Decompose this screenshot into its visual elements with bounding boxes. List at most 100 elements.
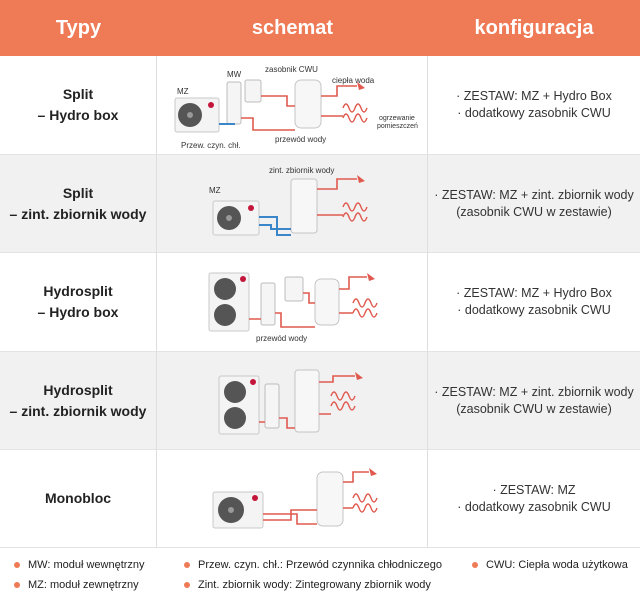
bullet-icon: [184, 582, 190, 588]
legend-item: MZ: moduł zewnętrzny: [14, 579, 139, 591]
hydro-box-icon: [284, 276, 304, 302]
heating-coil-icon: [352, 493, 378, 513]
bullet-icon: [472, 562, 478, 568]
schema-cell: [157, 352, 428, 449]
tap-icon: [355, 372, 363, 380]
schema-diagram: [212, 468, 378, 529]
legend-item: MW: moduł wewnętrzny: [14, 559, 145, 571]
refrigerant-pipe-label: Przew. czyn. chł.: [181, 141, 241, 150]
water-pipe-label: przewód wody: [275, 135, 326, 144]
legend-text: MW: moduł wewnętrzny: [28, 559, 145, 571]
type-line2: – zint. zbiornik wody: [9, 205, 147, 222]
outdoor-unit-icon: [174, 97, 220, 133]
bullet-icon: [184, 562, 190, 568]
type-line1: Hydrosplit: [43, 283, 113, 299]
table-row-split-tank: Split – zint. zbiornik wody MZ zint. zbi…: [0, 155, 640, 253]
type-line1: Monobloc: [44, 490, 112, 506]
legend-item: Zint. zbiornik wody: Zintegrowany zbiorn…: [184, 579, 431, 591]
config-cell: · ZESTAW: MZ + Hydro Box · dodatkowy zas…: [428, 56, 640, 154]
tank-label: zint. zbiornik wody: [269, 166, 334, 175]
schema-diagram: [218, 369, 363, 435]
indoor-module-icon: [260, 282, 276, 326]
header-config: konfiguracja: [474, 16, 594, 39]
table-row-hydrosplit-hydrobox: Hydrosplit – Hydro box przewód wody · ZE…: [0, 253, 640, 352]
heating-coil-icon: [342, 103, 368, 123]
config-line1: · ZESTAW: MZ: [492, 482, 576, 497]
table-row-hydrosplit-tank: Hydrosplit – zint. zbiornik wody · ZESTA…: [0, 352, 640, 450]
heating-coil-icon: [352, 298, 378, 318]
bullet-icon: [14, 562, 20, 568]
header-schema: schemat: [251, 16, 334, 39]
type-cell: Hydrosplit – Hydro box: [0, 253, 157, 351]
legend-text: CWU: Ciepła woda użytkowa: [486, 559, 628, 571]
legend-text: Zint. zbiornik wody: Zintegrowany zbiorn…: [198, 579, 431, 591]
dhw-tank-icon: [294, 79, 322, 129]
tap-icon: [357, 82, 365, 90]
type-line2: – Hydro box: [37, 304, 119, 320]
config-line1: · ZESTAW: MZ + Hydro Box: [456, 89, 612, 103]
heating-coil-icon: [342, 202, 368, 222]
config-cell: · ZESTAW: MZ + zint. zbiornik wody (zaso…: [428, 155, 640, 252]
outdoor-unit-icon: [218, 375, 260, 435]
schema-cell: MZ MW zasobnik CWU ciepła woda ogrzewani…: [157, 56, 428, 154]
type-cell: Monobloc: [0, 450, 157, 547]
tank-label: zasobnik CWU: [265, 65, 318, 74]
indoor-module-icon: [226, 81, 242, 125]
water-pipe: [241, 95, 295, 131]
integrated-tank-icon: [294, 369, 320, 433]
outdoor-unit-icon: [212, 491, 264, 529]
type-line1: Split: [62, 86, 94, 102]
tap-icon: [367, 273, 375, 281]
water-pipe: [249, 292, 315, 328]
type-line2: – zint. zbiornik wody: [9, 402, 147, 419]
water-pipe: [317, 178, 357, 216]
type-cell: Split – zint. zbiornik wody: [0, 155, 157, 252]
water-pipe: [259, 417, 295, 429]
bullet-icon: [14, 582, 20, 588]
integrated-tank-icon: [290, 178, 318, 234]
mw-label: MW: [227, 70, 242, 79]
schema-diagram: przewód wody: [208, 272, 378, 343]
config-line2: · dodatkowy zasobnik CWU: [457, 303, 611, 317]
hot-water-label: ciepła woda: [332, 76, 375, 85]
config-line2: (zasobnik CWU w zestawie): [456, 204, 612, 219]
dhw-tank-icon: [314, 278, 340, 326]
config-line1: · ZESTAW: MZ + Hydro Box: [456, 286, 612, 300]
legend-text: Przew. czyn. chł.: Przewód czynnika chło…: [198, 559, 442, 571]
hydro-box-icon: [244, 79, 262, 103]
table-header: Typy schemat konfiguracja: [0, 0, 640, 56]
legend: MW: moduł wewnętrzny MZ: moduł zewnętrzn…: [0, 548, 640, 603]
indoor-module-icon: [264, 383, 280, 429]
config-cell: · ZESTAW: MZ + zint. zbiornik wody (zaso…: [428, 352, 640, 449]
config-line2: (zasobnik CWU w zestawie): [456, 401, 612, 416]
config-cell: · ZESTAW: MZ + Hydro Box · dodatkowy zas…: [428, 253, 640, 351]
table-row-split-hydrobox: Split – Hydro box MZ MW zasobnik CWU: [0, 56, 640, 155]
config-cell: · ZESTAW: MZ · dodatkowy zasobnik CWU: [428, 450, 640, 547]
tap-icon: [357, 175, 365, 183]
schema-cell: MZ zint. zbiornik wody: [157, 155, 428, 252]
heating-coil-icon: [330, 391, 356, 411]
config-line2: · dodatkowy zasobnik CWU: [457, 499, 611, 514]
legend-item: CWU: Ciepła woda użytkowa: [472, 559, 628, 571]
dhw-tank-icon: [316, 471, 344, 527]
schema-cell: [157, 450, 428, 547]
type-line1: Hydrosplit: [43, 381, 113, 398]
water-pipe: [263, 509, 317, 525]
config-line1: · ZESTAW: MZ + zint. zbiornik wody: [434, 384, 634, 399]
legend-item: Przew. czyn. chł.: Przewód czynnika chło…: [184, 559, 442, 571]
type-cell: Hydrosplit – zint. zbiornik wody: [0, 352, 157, 449]
mz-label: MZ: [177, 87, 189, 96]
schema-diagram: MZ zint. zbiornik wody: [209, 166, 368, 236]
type-cell: Split – Hydro box: [0, 56, 157, 154]
outdoor-unit-icon: [208, 272, 250, 332]
header-types: Typy: [55, 16, 102, 39]
refrigerant-pipe: [259, 216, 291, 236]
type-line1: Split: [62, 184, 94, 201]
tap-icon: [369, 468, 377, 476]
config-line1: · ZESTAW: MZ + zint. zbiornik wody: [434, 187, 634, 202]
config-line2: · dodatkowy zasobnik CWU: [457, 106, 611, 120]
legend-text: MZ: moduł zewnętrzny: [28, 579, 139, 591]
schema-cell: przewód wody: [157, 253, 428, 351]
water-pipe-label: przewód wody: [256, 334, 307, 343]
